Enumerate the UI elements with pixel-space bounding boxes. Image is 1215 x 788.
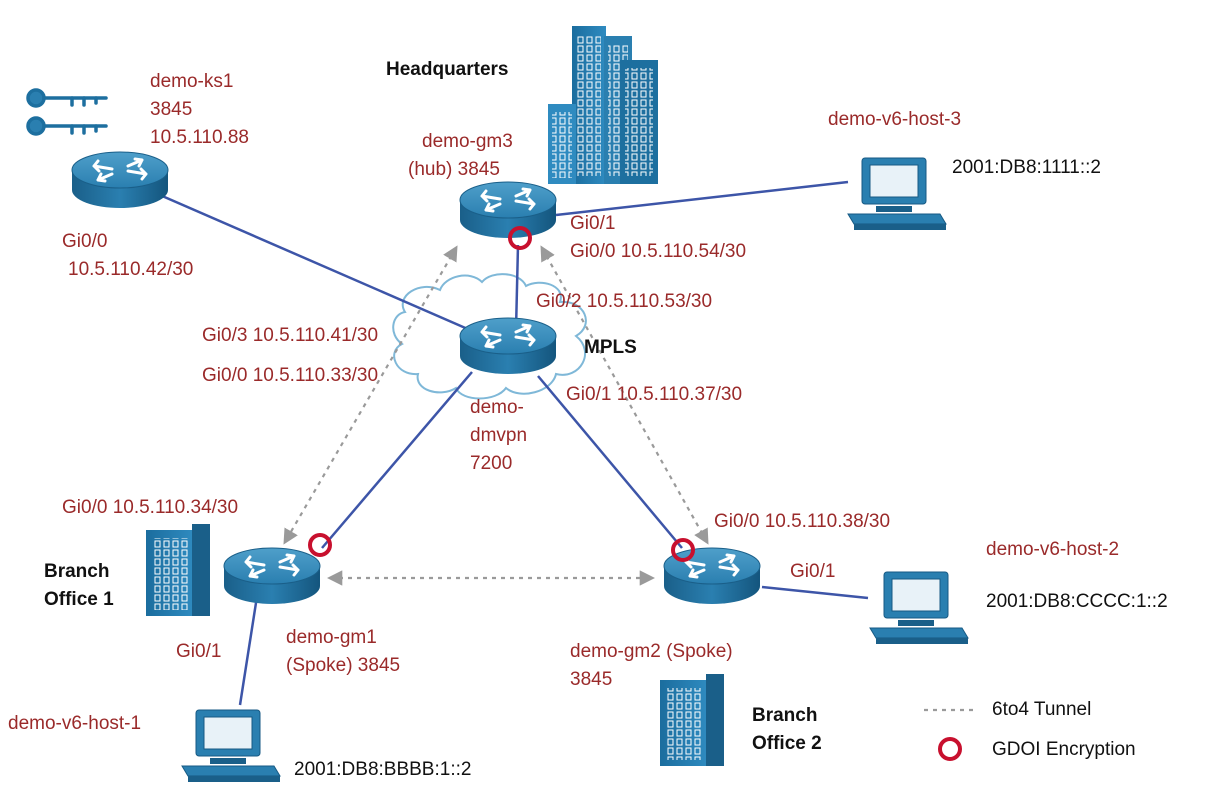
branch1-building <box>146 524 210 616</box>
branch2-line1: Branch <box>752 705 818 726</box>
gm1-role: (Spoke) 3845 <box>286 655 401 676</box>
link-gm2-host2 <box>761 585 869 600</box>
branch1-line1: Branch <box>44 561 110 582</box>
ks1-gi00-ip: 10.5.110.42/30 <box>68 259 194 280</box>
gdoi-encryption-gm2-icon <box>671 538 695 562</box>
ks1-gi00-label: Gi0/0 <box>62 231 108 252</box>
gm2-gi00-label: Gi0/0 10.5.110.38/30 <box>714 511 891 532</box>
gm3-role: (hub) 3845 <box>408 159 500 180</box>
router-gm3-icon <box>458 180 558 240</box>
mpls-router-name-2: dmvpn <box>470 425 528 446</box>
ks1-name: demo-ks1 <box>150 71 234 92</box>
gm2-name: demo-gm2 (Spoke) <box>570 641 733 662</box>
legend-encryption-label: GDOI Encryption <box>992 739 1136 760</box>
mpls-label: MPLS <box>584 337 637 358</box>
gm2-model: 3845 <box>570 669 613 690</box>
host3-ip: 2001:DB8:1111::2 <box>952 157 1101 178</box>
router-ks1-icon <box>70 150 170 210</box>
link-gm3-host3 <box>555 180 849 217</box>
tunnel-gm3-gm2 <box>540 245 709 545</box>
router-mpls-icon <box>458 316 558 376</box>
legend-encryption-icon <box>938 737 962 761</box>
host2-ip: 2001:DB8:CCCC:1::2 <box>986 591 1168 612</box>
gdoi-encryption-gm3-icon <box>508 226 532 250</box>
router-gm2-icon <box>662 546 762 606</box>
link-gm1-host1 <box>238 589 260 706</box>
host1-name: demo-v6-host-1 <box>8 713 142 734</box>
computer-host1-icon <box>181 709 281 783</box>
link-gm3-mpls <box>514 244 520 331</box>
ks1-ip: 10.5.110.88 <box>150 127 249 148</box>
gm1-gi01-label: Gi0/1 <box>176 641 222 662</box>
gm3-gi00-label: Gi0/0 10.5.110.54/30 <box>570 241 747 262</box>
mpls-gi00-label: Gi0/0 10.5.110.33/30 <box>202 365 379 386</box>
branch1-line2: Office 1 <box>44 589 114 610</box>
tunnels <box>283 245 709 586</box>
mpls-gi02-label: Gi0/2 10.5.110.53/30 <box>536 291 713 312</box>
mpls-router-name-1: demo- <box>470 397 524 418</box>
ks1-model: 3845 <box>150 99 193 120</box>
mpls-gi03-label: Gi0/3 10.5.110.41/30 <box>202 325 379 346</box>
host2-name: demo-v6-host-2 <box>986 539 1120 560</box>
gm3-gi01-label: Gi0/1 <box>570 213 616 234</box>
hq-label: Headquarters <box>386 59 509 80</box>
link-ks1-mpls <box>129 180 471 332</box>
key-icon <box>26 88 108 136</box>
tunnel-gm3-gm1 <box>283 245 458 545</box>
host3-name: demo-v6-host-3 <box>828 109 962 130</box>
gm1-name: demo-gm1 <box>286 627 377 648</box>
gm2-gi01-label: Gi0/1 <box>790 561 836 582</box>
router-gm1-icon <box>222 546 322 606</box>
branch2-line2: Office 2 <box>752 733 822 754</box>
legend-tunnel-label: 6to4 Tunnel <box>992 699 1092 720</box>
computer-host3-icon <box>847 157 947 231</box>
branch2-building <box>660 674 724 766</box>
computer-host2-icon <box>869 571 969 645</box>
link-mpls-gm1 <box>321 371 473 549</box>
host1-ip: 2001:DB8:BBBB:1::2 <box>294 759 472 780</box>
gm1-gi00-label: Gi0/0 10.5.110.34/30 <box>62 497 239 518</box>
gm3-name: demo-gm3 <box>422 131 513 152</box>
mpls-gi01-label: Gi0/1 10.5.110.37/30 <box>566 384 743 405</box>
mpls-router-name-3: 7200 <box>470 453 513 474</box>
hq-building <box>548 26 658 184</box>
gdoi-encryption-gm1-icon <box>308 533 332 557</box>
